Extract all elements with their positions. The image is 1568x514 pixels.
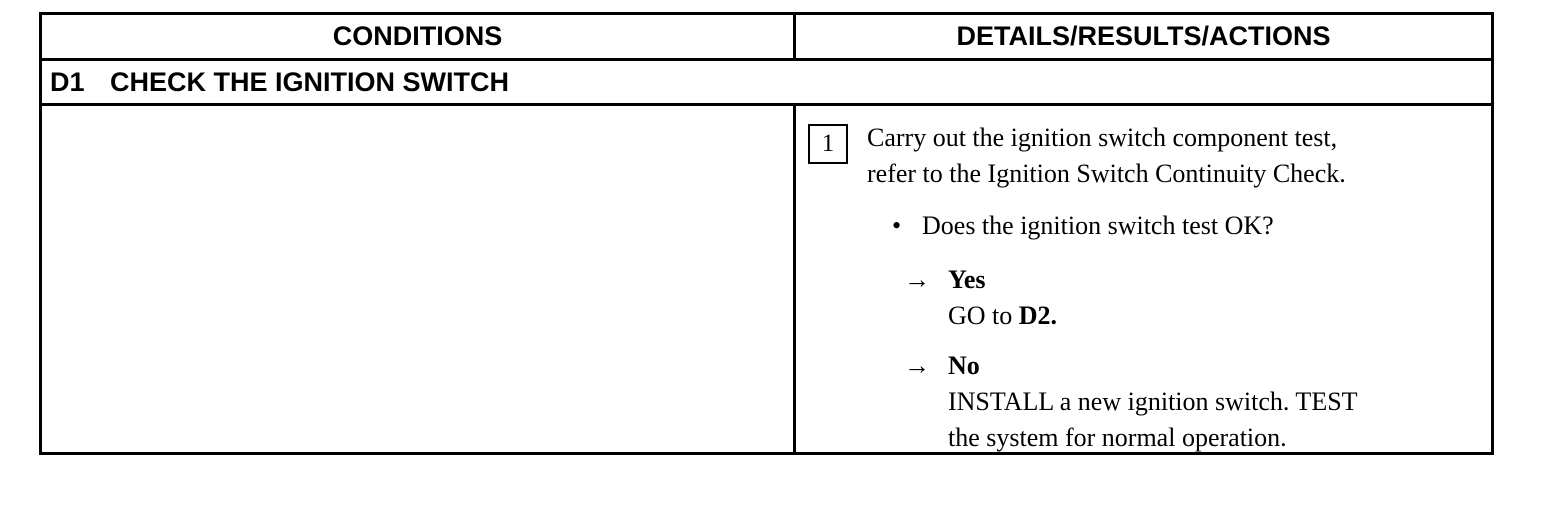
- result-yes: → Yes GO to D2.: [904, 262, 1057, 334]
- section-id: D1: [50, 66, 85, 97]
- no-label: No: [948, 351, 980, 380]
- yes-action-target: D2.: [1018, 301, 1058, 330]
- body-divider: [793, 106, 796, 452]
- no-action-line1: INSTALL a new ignition switch. TEST: [948, 387, 1358, 416]
- conditions-header: CONDITIONS: [332, 21, 503, 51]
- yes-label: Yes: [948, 265, 986, 294]
- table-header-row: CONDITIONS DETAILS/RESULTS/ACTIONS: [42, 15, 1491, 61]
- section-title: CHECK THE IGNITION SWITCH: [110, 66, 509, 97]
- step-number-box: 1: [808, 124, 848, 164]
- step-question: • Does the ignition switch test OK?: [892, 208, 1274, 244]
- arrow-right-icon: →: [904, 265, 930, 294]
- question-text: Does the ignition switch test OK?: [922, 211, 1274, 240]
- result-no: →No INSTALL a new ignition switch. TEST …: [904, 348, 1358, 456]
- step-instruction: Carry out the ignition switch component …: [867, 120, 1346, 192]
- step-instruction-line2: refer to the Ignition Switch Continuity …: [867, 159, 1346, 188]
- details-header: DETAILS/RESULTS/ACTIONS: [956, 21, 1331, 51]
- step-instruction-line1: Carry out the ignition switch component …: [867, 123, 1338, 152]
- bullet-icon: •: [892, 211, 902, 240]
- diagnostic-table: CONDITIONS DETAILS/RESULTS/ACTIONS D1 CH…: [39, 12, 1494, 455]
- yes-action: GO to D2.: [904, 298, 1057, 334]
- header-divider: [793, 15, 796, 58]
- yes-action-prefix: GO to: [948, 301, 1019, 330]
- section-row: D1 CHECK THE IGNITION SWITCH: [42, 61, 1491, 106]
- arrow-right-icon: →: [904, 351, 930, 380]
- no-action-line2: the system for normal operation.: [948, 423, 1287, 452]
- details-cell: 1 Carry out the ignition switch componen…: [796, 106, 1491, 452]
